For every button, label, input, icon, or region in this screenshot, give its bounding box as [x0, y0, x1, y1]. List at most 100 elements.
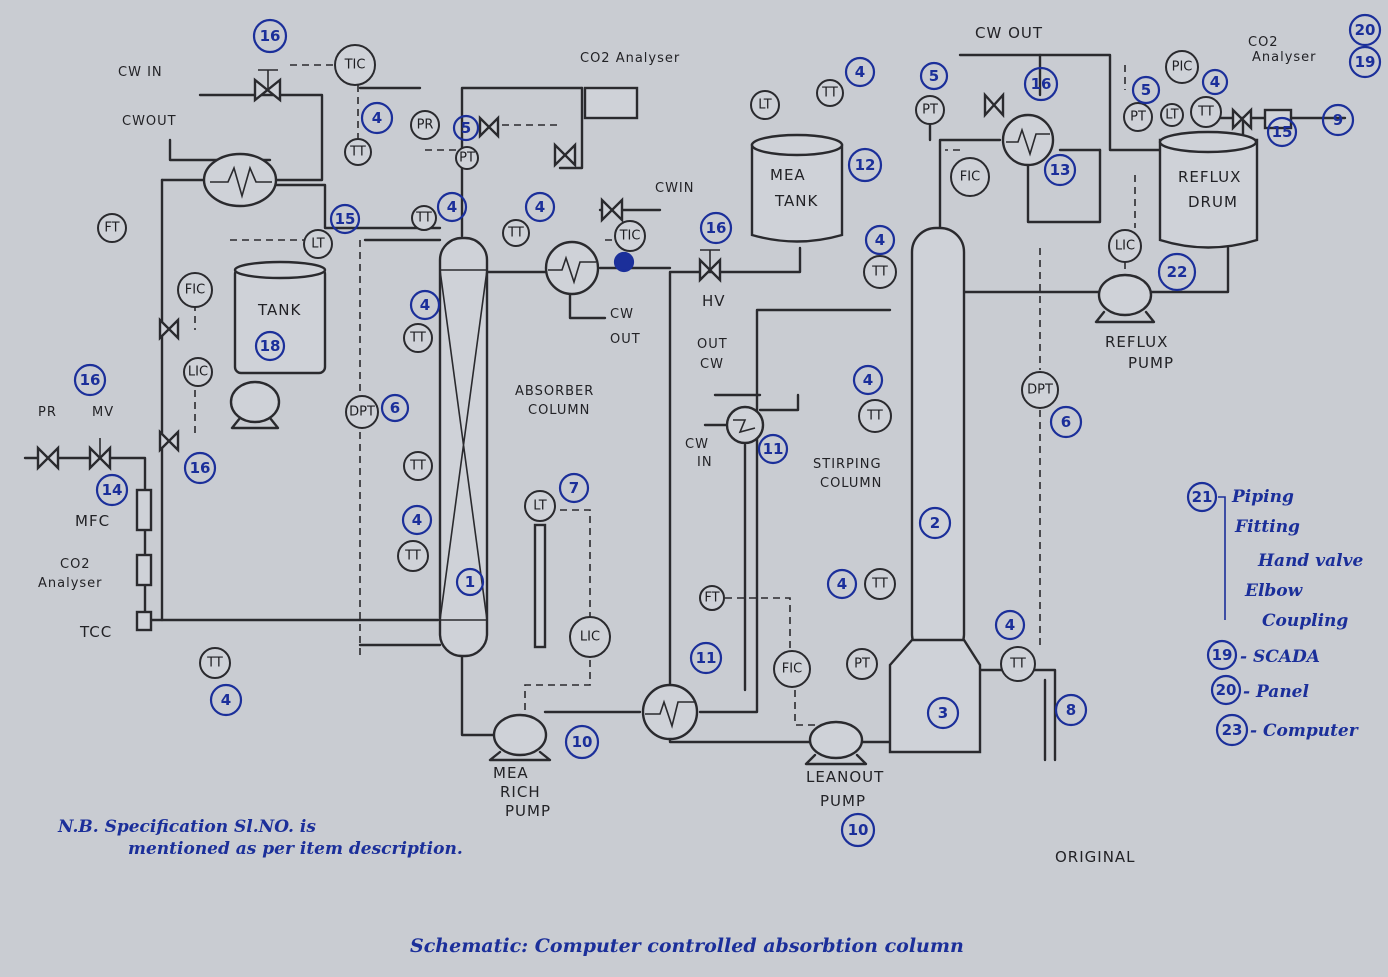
- rich-pump-label-3: PUMP: [505, 802, 551, 820]
- signal-lines: [194, 64, 1136, 726]
- svg-text:7: 7: [569, 479, 579, 497]
- co2-analyser-top-label: CO2 Analyser: [580, 51, 680, 66]
- cw-in-top: CW IN: [118, 65, 163, 80]
- item-number: 4: [852, 364, 884, 396]
- svg-text:4: 4: [855, 63, 865, 81]
- svg-text:16: 16: [260, 27, 281, 45]
- instrument-tt-9: TT: [863, 255, 897, 289]
- svg-text:FIC: FIC: [185, 283, 205, 298]
- svg-text:11: 11: [763, 440, 784, 458]
- instrument-tt-4: TT: [403, 323, 433, 353]
- cw-out-mid: CW: [610, 307, 634, 322]
- item-number: 4: [844, 56, 876, 88]
- item-number: 2: [918, 506, 952, 540]
- item-number: 20: [1348, 13, 1382, 47]
- reflux-pump-label: REFLUX: [1105, 333, 1168, 351]
- notes: N.B. Specification Sl.NO. is mentioned a…: [57, 817, 1135, 957]
- svg-text:4: 4: [1005, 616, 1015, 634]
- svg-text:16: 16: [1031, 75, 1052, 93]
- item-number: 9: [1321, 103, 1355, 137]
- svg-text:5: 5: [929, 67, 939, 85]
- svg-text:LT: LT: [311, 237, 324, 252]
- lean-pump-label: LEANOUT: [806, 768, 884, 786]
- svg-text:4: 4: [875, 231, 885, 249]
- legend-computer: - Computer: [1250, 721, 1359, 741]
- svg-text:19: 19: [1212, 646, 1233, 664]
- instrument-lic-1: LIC: [183, 357, 213, 387]
- instrument-dpt-2: DPT: [1021, 371, 1059, 409]
- instrument-lt-2: LT: [524, 490, 556, 522]
- svg-text:18: 18: [260, 337, 281, 355]
- absorber-label-2: COLUMN: [528, 403, 590, 418]
- co2-analyser-right-label-2: Analyser: [1252, 50, 1317, 65]
- svg-text:4: 4: [1210, 73, 1220, 91]
- svg-text:LT: LT: [533, 499, 546, 514]
- item-number: 16: [183, 451, 217, 485]
- instrument-tic-1: TIC: [334, 44, 376, 86]
- item-number: 18: [254, 330, 286, 362]
- mv-label: MV: [92, 405, 114, 420]
- item-number: 16: [1023, 66, 1059, 102]
- item-number: 4: [401, 504, 433, 536]
- instrument-pt-4: PT: [1123, 102, 1153, 132]
- item-number: 5: [452, 114, 480, 142]
- svg-text:20: 20: [1355, 21, 1376, 39]
- svg-text:11: 11: [696, 649, 717, 667]
- svg-text:22: 22: [1167, 263, 1188, 281]
- cw-in-low-2: IN: [697, 455, 713, 470]
- svg-text:12: 12: [855, 156, 876, 174]
- svg-text:14: 14: [102, 481, 123, 499]
- item-number: 11: [689, 641, 723, 675]
- stream-labels: CW IN CWOUT CWIN CW OUT OUT CW CW IN CW …: [118, 24, 1043, 470]
- cw-out-right: CW OUT: [975, 24, 1043, 42]
- reflux-drum-label: REFLUX: [1178, 168, 1241, 186]
- svg-text:PT: PT: [1130, 110, 1146, 125]
- instrument-lt-1: LT: [303, 229, 333, 259]
- svg-text:PR: PR: [417, 118, 434, 133]
- item-number: 12: [847, 147, 883, 183]
- svg-text:4: 4: [221, 691, 231, 709]
- svg-text:TIC: TIC: [344, 58, 366, 73]
- svg-text:TT: TT: [349, 145, 366, 160]
- item-number: 15: [1266, 116, 1298, 148]
- svg-text:FIC: FIC: [960, 170, 980, 185]
- svg-text:4: 4: [863, 371, 873, 389]
- item-number: [613, 251, 635, 273]
- cw-in-low: CW: [685, 437, 709, 452]
- svg-text:TT: TT: [821, 86, 838, 101]
- instrument-pic-1: PIC: [1165, 50, 1199, 84]
- mea-tank: [750, 133, 844, 243]
- svg-text:21: 21: [1192, 488, 1213, 506]
- svg-text:TT: TT: [1009, 657, 1026, 672]
- svg-text:6: 6: [1061, 413, 1071, 431]
- svg-text:FT: FT: [704, 591, 719, 606]
- rich-pump-label: MEA: [493, 764, 529, 782]
- item-number: 14: [95, 473, 129, 507]
- legend-elbow: Elbow: [1244, 581, 1304, 601]
- instrument-tt-2: TT: [411, 205, 437, 231]
- item-number: 5: [919, 61, 949, 91]
- instrument-dpt-1: DPT: [345, 395, 379, 429]
- svg-text:TT: TT: [871, 577, 888, 592]
- svg-text:TT: TT: [404, 549, 421, 564]
- absorber-column: [438, 236, 489, 658]
- tank-label: TANK: [257, 301, 301, 319]
- legend-scada: - SCADA: [1240, 647, 1320, 667]
- svg-text:15: 15: [335, 210, 356, 228]
- instrument-tt-6: TT: [397, 540, 429, 572]
- absorber-label: ABSORBER: [515, 384, 594, 399]
- item-number: 16: [699, 211, 733, 245]
- legend-piping: Piping: [1231, 487, 1294, 507]
- cw-out-top: CWOUT: [122, 114, 177, 129]
- svg-text:LIC: LIC: [580, 630, 600, 645]
- stripping-label: STIRPING: [813, 457, 882, 472]
- instrument-pt-3: PT: [915, 95, 945, 125]
- lean-pump-label-2: PUMP: [820, 792, 866, 810]
- item-number: 6: [1049, 405, 1083, 439]
- co2-analyser-left-label-2: Analyser: [38, 576, 103, 591]
- instrument-fic-2: FIC: [773, 650, 811, 688]
- svg-text:TT: TT: [866, 409, 883, 424]
- instrument-lic-2: LIC: [569, 616, 611, 658]
- svg-text:10: 10: [848, 821, 869, 839]
- instrument-tt-5: TT: [403, 451, 433, 481]
